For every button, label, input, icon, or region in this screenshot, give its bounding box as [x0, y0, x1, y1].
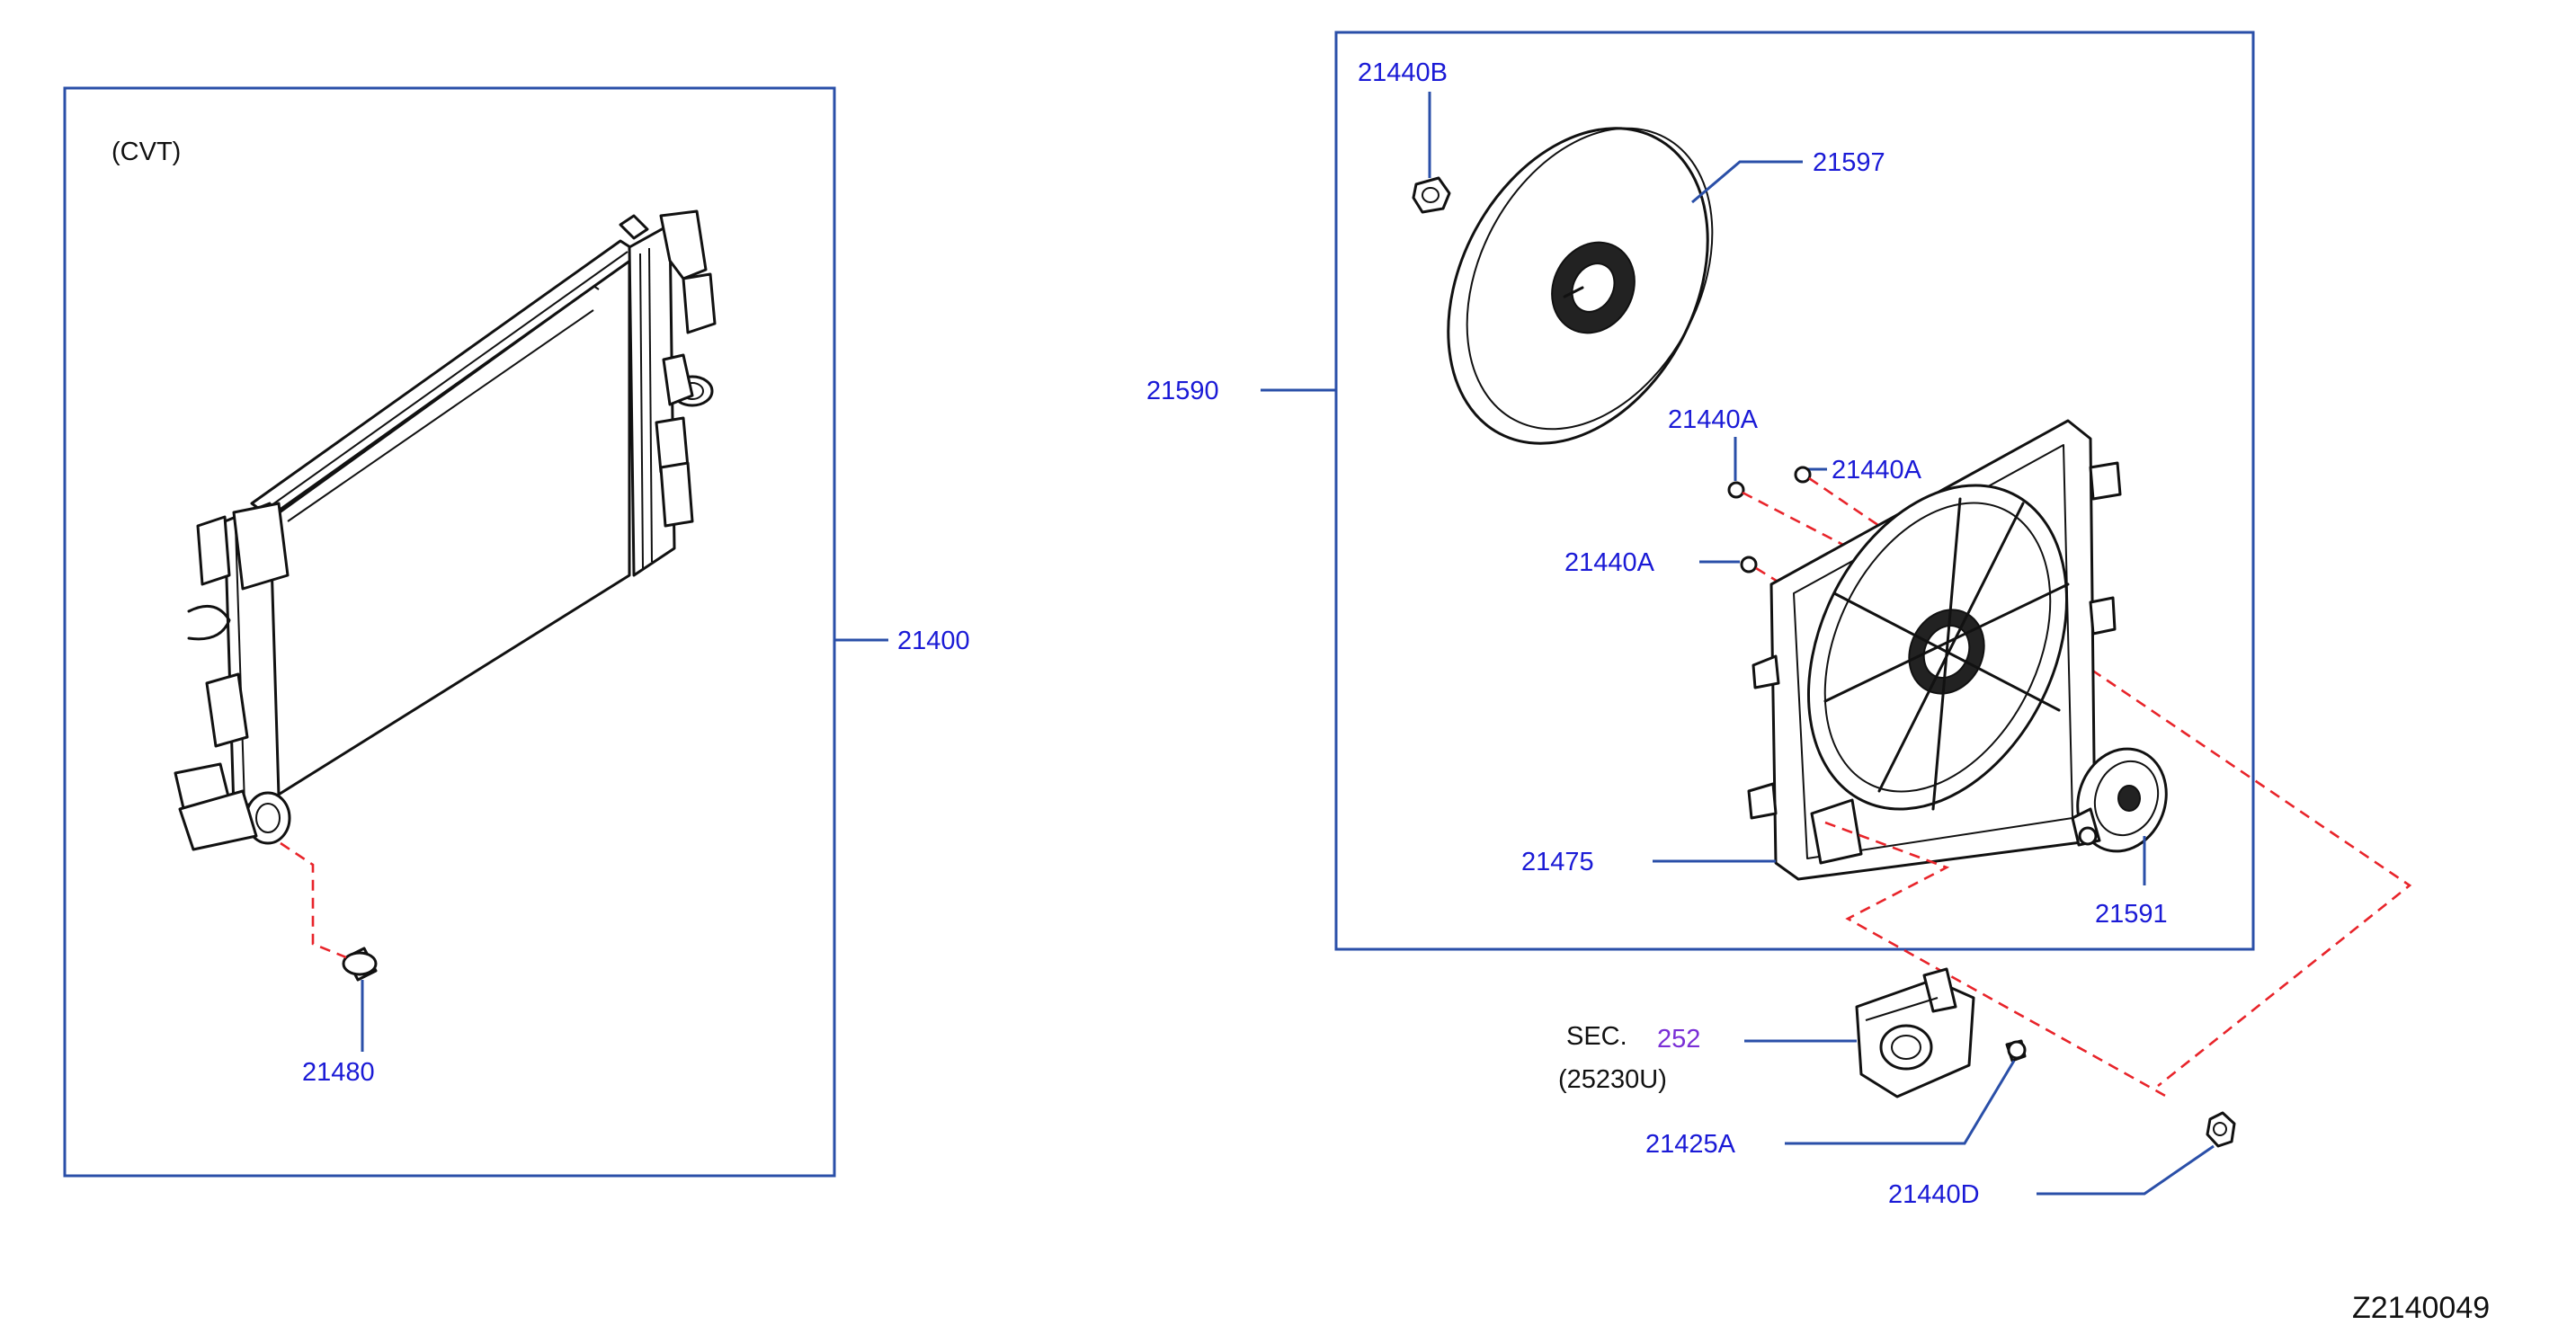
shroud-bolt-drawing — [2206, 1111, 2236, 1148]
radiator-label: 21400 — [897, 627, 970, 655]
fan-motor-drawing — [2071, 747, 2168, 853]
resistor-screw-leader — [1785, 1060, 2016, 1145]
fan-nut-label: 21440B — [1358, 58, 1448, 87]
fan-shroud-drawing — [1747, 419, 2122, 881]
shroud-screw-label-3: 21440A — [1564, 548, 1655, 577]
shroud-screw-label-2: 21440A — [1832, 456, 1922, 485]
fan-nut-drawing — [1412, 176, 1451, 214]
shroud-bolt-label: 21440D — [1888, 1180, 1980, 1209]
fan-assembly-frame — [1334, 31, 2255, 951]
drain-plug-label: 21480 — [302, 1058, 375, 1087]
resistor-drawing — [1855, 967, 1975, 1098]
diagram-code: Z2140049 — [2352, 1291, 2490, 1325]
fan-blade-leader — [1691, 160, 1803, 204]
drain-plug-dash — [280, 841, 347, 959]
fan-blade-label: 21597 — [1813, 148, 1885, 177]
resistor-screw-label: 21425A — [1645, 1130, 1736, 1159]
shroud-screw-1 — [1727, 481, 1745, 499]
fan-shroud-label: 21475 — [1521, 848, 1594, 876]
variant-label: (CVT) — [111, 138, 181, 166]
resistor-dash — [1824, 821, 2168, 1098]
drain-plug-drawing — [342, 947, 378, 982]
shroud-screw-3 — [1740, 556, 1758, 574]
resistor-screw-drawing — [2005, 1039, 2027, 1063]
section-number[interactable]: 252 — [1657, 1025, 1700, 1054]
radiator-group-frame — [63, 86, 836, 1178]
section-prefix: SEC. — [1566, 1022, 1627, 1051]
fan-blade-drawing — [1447, 127, 1714, 445]
fan-motor-label: 21591 — [2095, 900, 2168, 929]
shroud-bolt-leader — [2037, 1144, 2215, 1196]
shroud-screw-label-1: 21440A — [1668, 405, 1759, 434]
radiator-drawing — [174, 209, 717, 851]
section-sub: (25230U) — [1558, 1065, 1667, 1094]
shroud-screw-2 — [1794, 466, 1812, 484]
fan-assembly-label: 21590 — [1146, 377, 1219, 405]
